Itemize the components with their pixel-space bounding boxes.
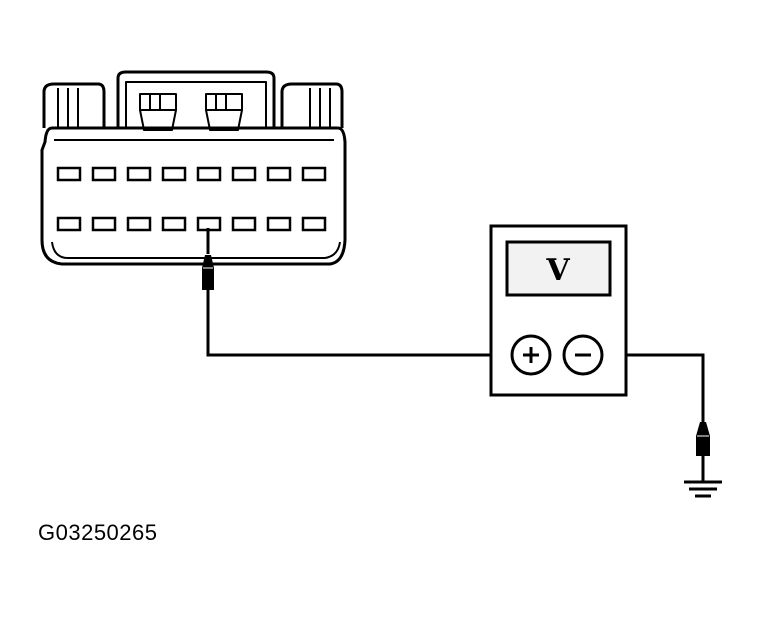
- connector-pins: [56, 166, 327, 232]
- connector-pin-cavity: [56, 216, 82, 232]
- connector-pin-cavity: [91, 216, 117, 232]
- test-leads: [206, 228, 705, 482]
- connector-pin-cavity: [301, 166, 327, 182]
- connector-pin-cavity: [126, 166, 152, 182]
- connector-pin-cavity: [266, 216, 292, 232]
- connector-pin-cavity: [266, 166, 292, 182]
- connector-pin-cavity: [301, 216, 327, 232]
- electrical-connector-icon: [40, 70, 347, 266]
- figure-id-label: G03250265: [38, 520, 158, 545]
- connector-pin-cavity: [161, 166, 187, 182]
- connector-pin-cavity: [56, 166, 82, 182]
- ground-symbol-icon: [684, 480, 722, 498]
- connector-pin-cavity: [91, 166, 117, 182]
- meter-display-label: V: [545, 253, 570, 288]
- voltmeter-icon: V + −: [489, 224, 628, 397]
- ground-probe-icon: [696, 422, 710, 456]
- connector-pin-cavity: [231, 166, 257, 182]
- connector-pin-cavity: [126, 216, 152, 232]
- connector-pin-cavity: [231, 216, 257, 232]
- meter-display: [505, 240, 612, 297]
- connector-pin-cavity: [161, 216, 187, 232]
- connector-pin-cavity: [196, 166, 222, 182]
- test-probe-icon: [202, 255, 214, 290]
